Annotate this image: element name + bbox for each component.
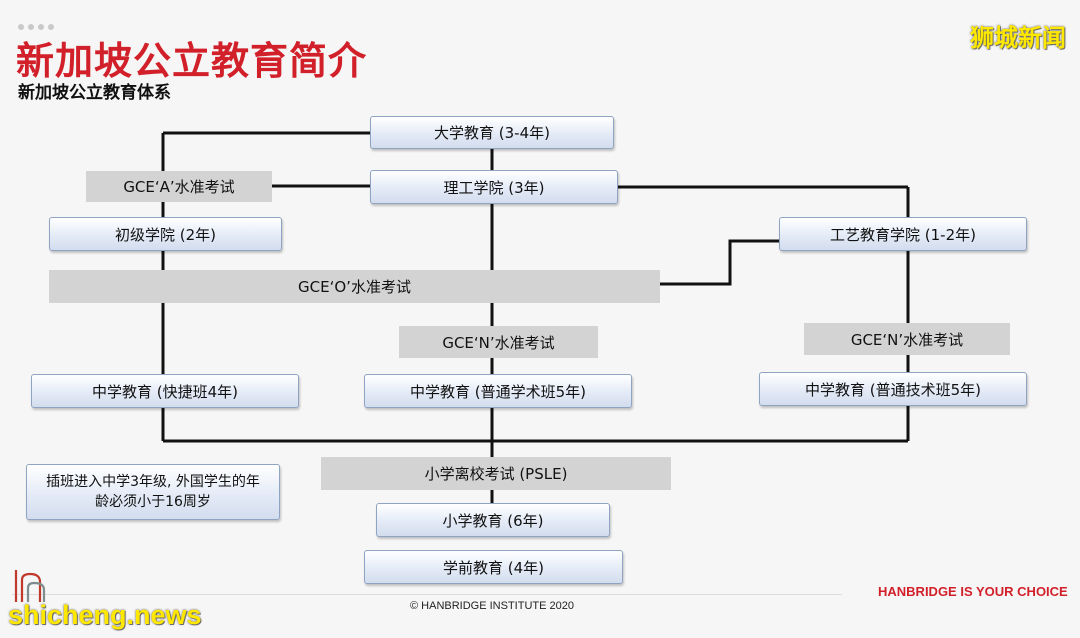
gce-n-exam-academic: GCE‘N’水准考试 [399,326,598,358]
footer-divider [12,594,842,595]
primary-box: 小学教育 (6年) [376,503,610,537]
copyright-text: © HANBRIDGE INSTITUTE 2020 [410,600,574,612]
slogan-text: HANBRIDGE IS YOUR CHOICE [878,584,1068,599]
university-box: 大学教育 (3-4年) [370,116,614,149]
junior-college-box: 初级学院 (2年) [49,217,282,251]
watermark-bottom: shicheng.news [8,600,202,630]
page-title: 新加坡公立教育简介 [16,38,368,83]
gce-a-exam: GCE‘A’水准考试 [86,171,272,202]
ite-box: 工艺教育学院 (1-2年) [779,217,1027,251]
polytechnic-box: 理工学院 (3年) [370,170,618,204]
gce-n-exam-technical: GCE‘N’水准考试 [804,323,1010,355]
gce-o-exam: GCE‘O’水准考试 [49,270,660,303]
secondary-express-box: 中学教育 (快捷班4年) [31,374,299,408]
transfer-note-box: 插班进入中学3年级, 外国学生的年龄必须小于16周岁 [26,464,280,520]
secondary-normal-technical-box: 中学教育 (普通技术班5年) [759,372,1027,406]
watermark-top: 狮城新闻 [970,24,1066,52]
hanbridge-logo-icon [14,570,46,602]
connector-ite-link [660,239,779,286]
decorative-dots [18,24,54,30]
preschool-box: 学前教育 (4年) [364,550,623,584]
page-subtitle: 新加坡公立教育体系 [18,83,171,103]
secondary-normal-academic-box: 中学教育 (普通学术班5年) [364,374,632,408]
psle-exam: 小学离校考试 (PSLE) [321,457,671,490]
